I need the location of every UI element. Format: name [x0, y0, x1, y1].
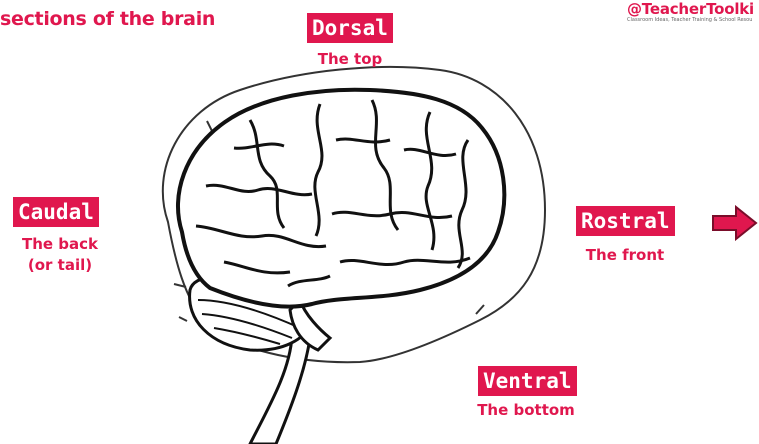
caudal-label: Caudal — [13, 197, 99, 227]
ventral-description: The bottom — [466, 401, 586, 420]
spinal-cord — [250, 336, 310, 444]
dorsal-label: Dorsal — [307, 13, 393, 43]
right-arrow-icon — [712, 205, 758, 241]
caudal-description-line2: (or tail) — [0, 256, 120, 275]
rostral-description: The front — [570, 246, 680, 265]
ventral-label: Ventral — [478, 366, 577, 396]
caudal-description-line1: The back — [0, 235, 120, 254]
dorsal-description: The top — [300, 50, 400, 69]
rostral-label: Rostral — [576, 206, 675, 236]
cerebrum — [178, 90, 504, 307]
